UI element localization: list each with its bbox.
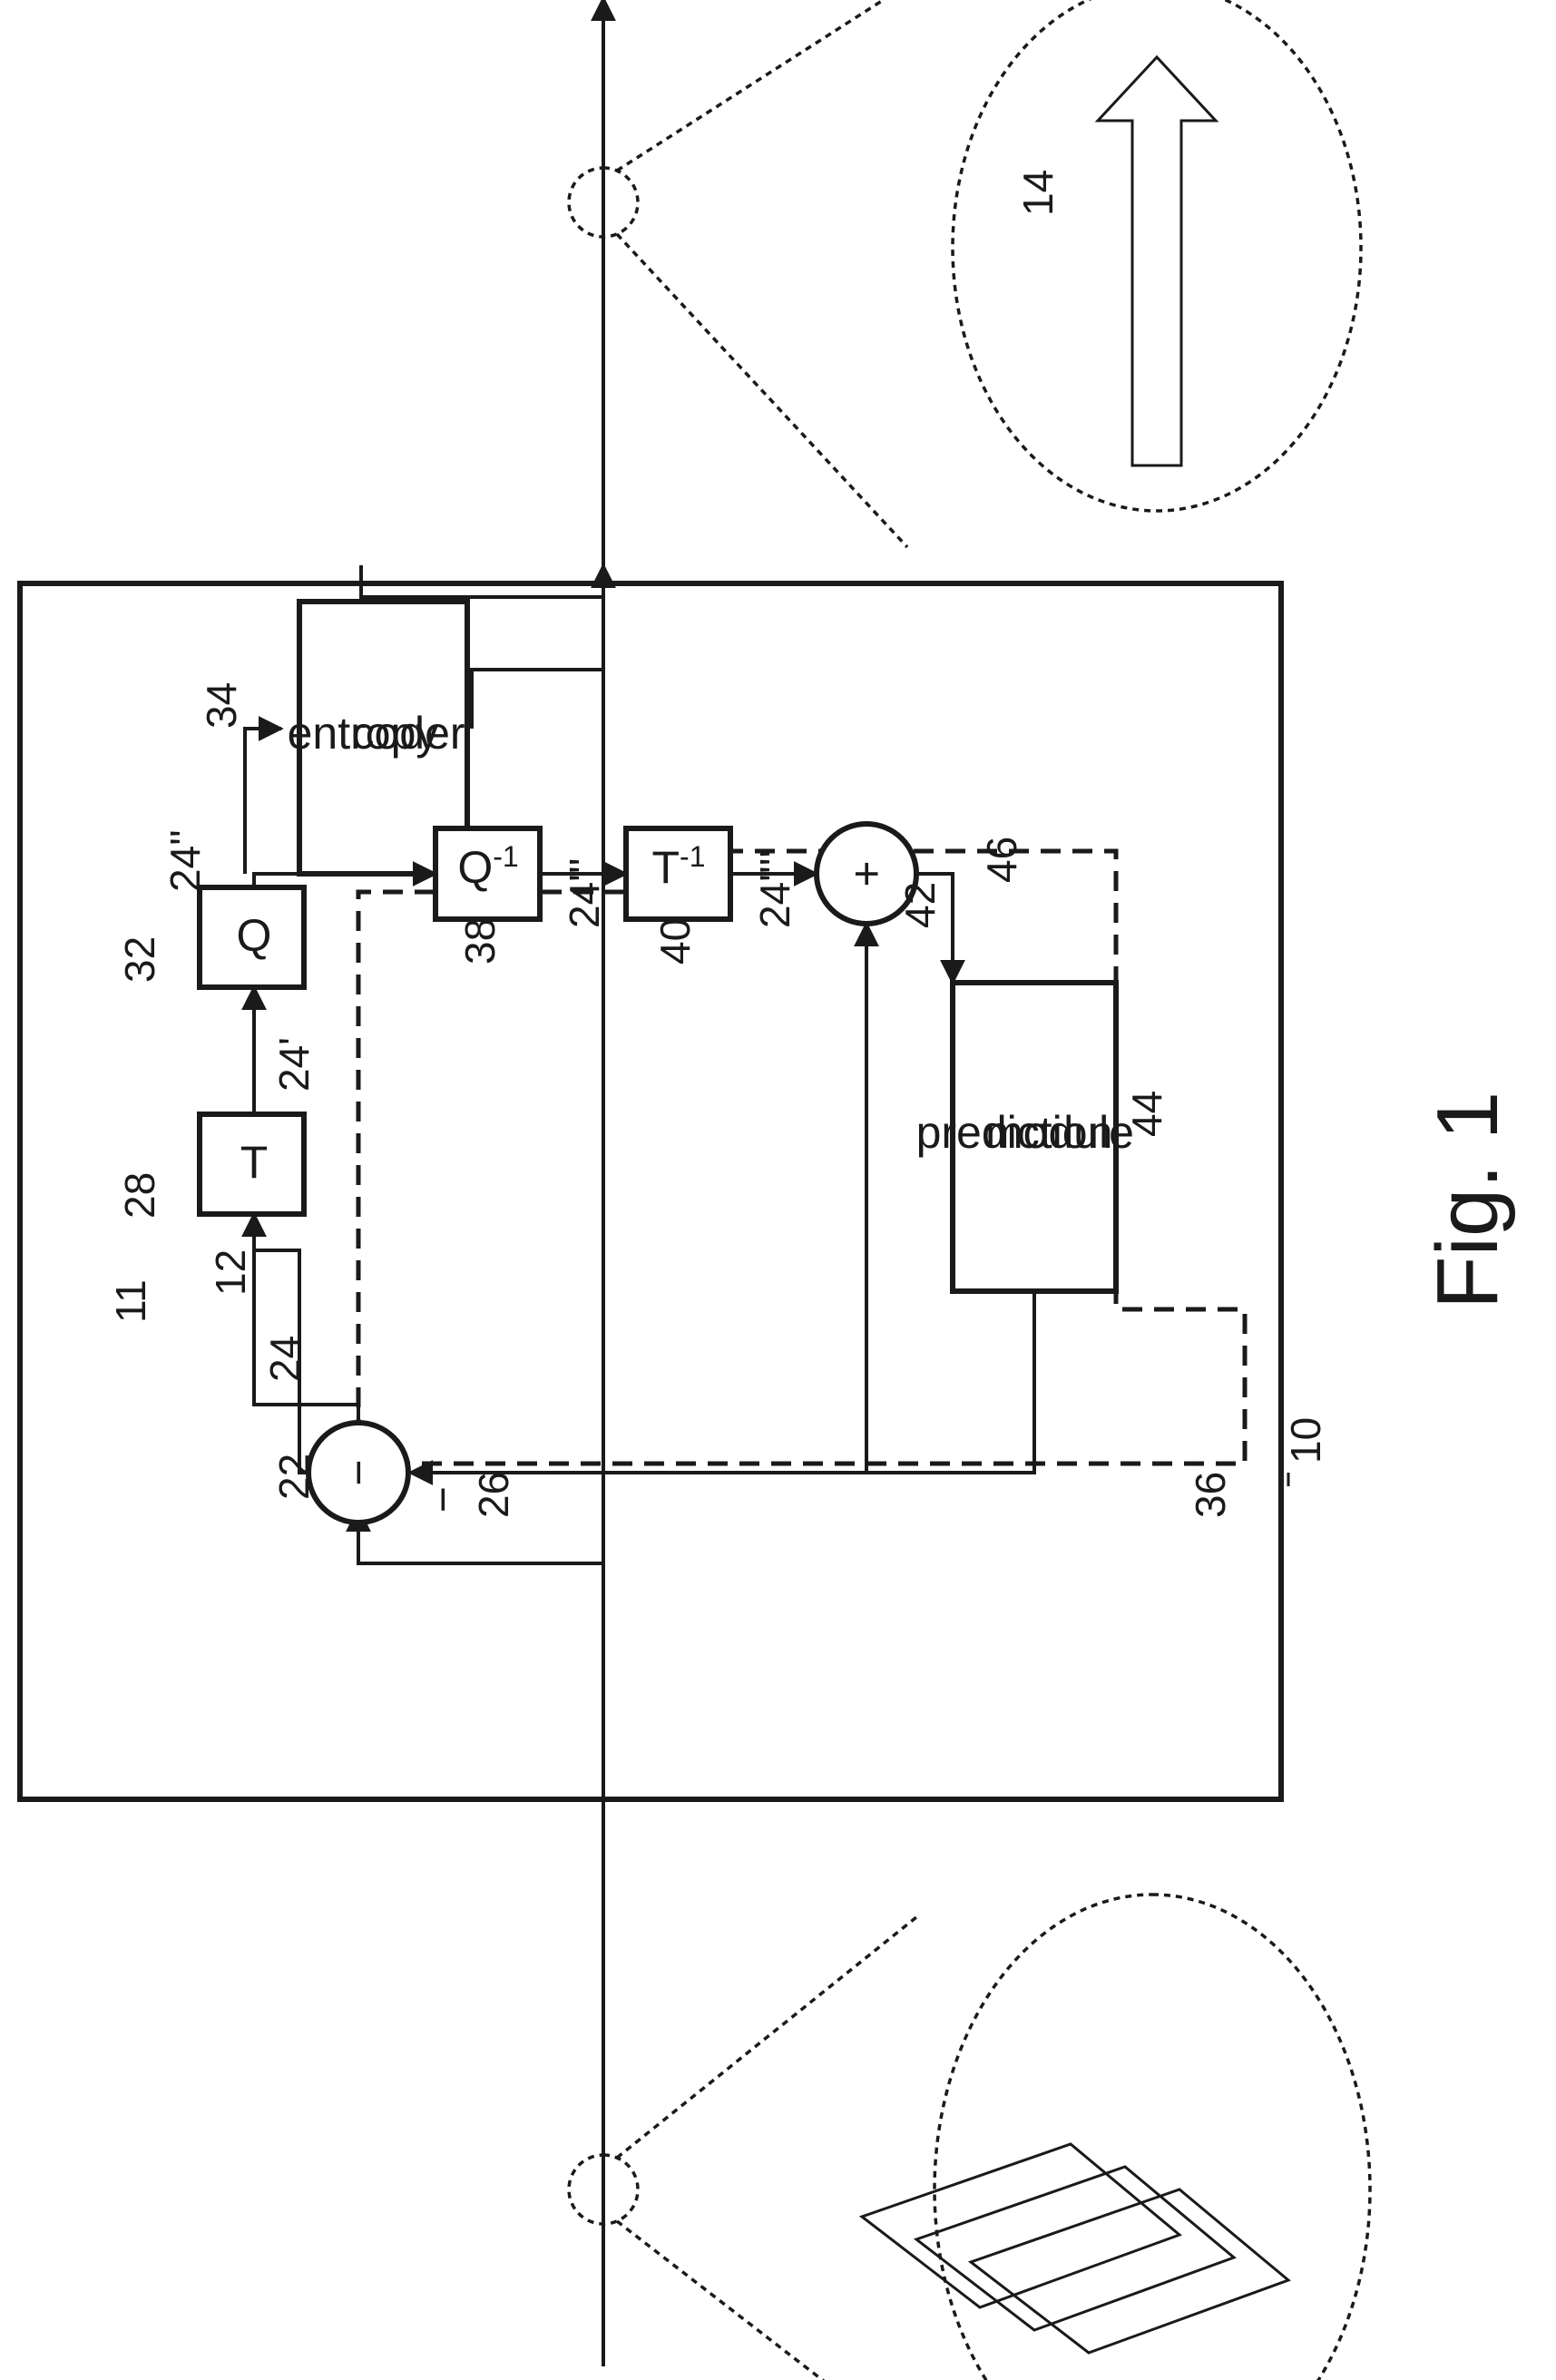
ref-encoder: 10 (1282, 1417, 1329, 1464)
ref-combiner: 42 (896, 882, 944, 928)
adder-sign: + (841, 860, 892, 886)
ref-entropy-coder: 34 (198, 682, 245, 729)
dequantizer-superscript: -1 (493, 840, 518, 873)
quantized-to-entropy (245, 729, 281, 874)
transform-label: T (240, 1137, 269, 1188)
ref-prediction-signal: 26 (470, 1472, 517, 1518)
ref-residual-dq: 24''' (561, 857, 608, 928)
picture-frame-2 (916, 2167, 1234, 2330)
inverse-transform-superscript: -1 (680, 840, 705, 873)
data-stream-magnifier (953, 0, 1361, 511)
ref-transformer: 28 (116, 1172, 163, 1219)
data-stream-arrow-icon (1098, 57, 1216, 465)
ref-picture: 12 (207, 1249, 254, 1296)
ref-prediction-module: 44 (1123, 1091, 1170, 1137)
quantizer-label: Q (237, 910, 272, 961)
ref-subtractor: 22 (270, 1454, 318, 1500)
ref-residual: 24 (261, 1336, 308, 1382)
figure-caption: Fig. 1 (1419, 1092, 1516, 1309)
ref-reconstructed-signal: 46 (978, 837, 1025, 883)
entropy-to-output (472, 0, 603, 729)
ref-data-stream: 14 (1014, 170, 1062, 216)
ref-video: 11 (107, 1279, 154, 1323)
ref-residual-rec: 24'''' (751, 850, 798, 928)
video-magnifier (935, 1895, 1370, 2380)
entropy-coder-line2: coder (351, 708, 465, 759)
ref-dequantizer: 38 (456, 918, 504, 965)
picture-frame-1 (862, 2144, 1179, 2307)
ref-inverse-transformer: 40 (651, 918, 699, 965)
picture-frame-3 (971, 2189, 1288, 2353)
ref-quantizer: 32 (116, 936, 163, 983)
ref-prediction-loop: 36 (1187, 1472, 1234, 1518)
ref-residual-q: 24'' (161, 829, 209, 892)
ref-residual-t: 24' (270, 1037, 318, 1092)
subtractor-sign: − (333, 1459, 384, 1485)
prediction-feedback (871, 1291, 1034, 1473)
signal-to-subtractor (358, 1486, 603, 1799)
rotated-drawing: − T Q entropy coder Q-1 T-1 + (20, 0, 1516, 2380)
minus-input-sign: − (417, 1486, 468, 1513)
prediction-module-line2: module (985, 1107, 1134, 1158)
